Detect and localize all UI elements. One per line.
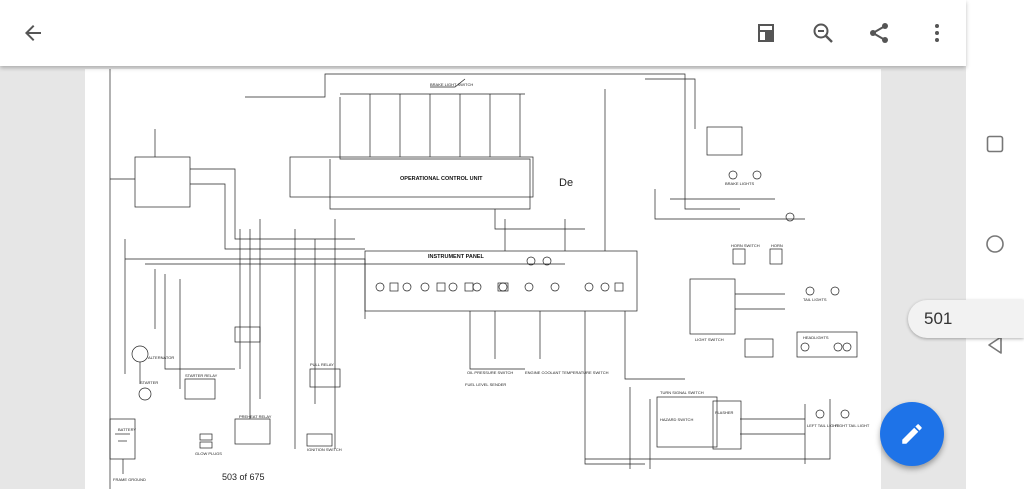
svg-text:STARTER RELAY: STARTER RELAY (185, 373, 218, 378)
svg-text:TAIL LIGHTS: TAIL LIGHTS (803, 297, 827, 302)
svg-text:OPERATIONAL CONTROL UNIT: OPERATIONAL CONTROL UNIT (400, 176, 483, 182)
svg-text:LEFT TAIL LIGHT: LEFT TAIL LIGHT (807, 423, 839, 428)
svg-text:TURN SIGNAL SWITCH: TURN SIGNAL SWITCH (660, 390, 704, 395)
document-view-icon (758, 24, 774, 42)
svg-text:FLASHER: FLASHER (715, 410, 734, 415)
edit-pencil-icon (902, 424, 922, 444)
arrow-left-icon (25, 25, 41, 41)
svg-text:BRAKE LIGHTS: BRAKE LIGHTS (725, 181, 754, 186)
share-icon (870, 23, 888, 43)
svg-text:IGNITION SWITCH: IGNITION SWITCH (307, 447, 342, 452)
more-options-button[interactable] (917, 13, 957, 53)
svg-text:RIGHT TAIL LIGHT: RIGHT TAIL LIGHT (835, 423, 870, 428)
document-view-button[interactable] (746, 13, 786, 53)
svg-text:INSTRUMENT PANEL: INSTRUMENT PANEL (428, 254, 484, 260)
stray-text: De (559, 177, 574, 189)
document-page[interactable]: OPERATIONAL CONTROL UNIT INSTRUMENT PANE… (85, 69, 881, 489)
wiring-diagram: OPERATIONAL CONTROL UNIT INSTRUMENT PANE… (109, 69, 870, 489)
home-button[interactable] (980, 229, 1010, 259)
svg-text:OIL PRESSURE SWITCH: OIL PRESSURE SWITCH (467, 370, 513, 375)
recents-square-icon (986, 135, 1004, 153)
back-triangle-icon (988, 336, 1002, 354)
system-navigation-bar (966, 0, 1024, 489)
svg-text:GLOW PLUGS: GLOW PLUGS (195, 451, 222, 456)
svg-text:FUEL LEVEL SENDER: FUEL LEVEL SENDER (465, 382, 506, 387)
page-counter: 503 of 675 (222, 472, 265, 482)
svg-text:PULL RELAY: PULL RELAY (310, 362, 334, 367)
zoom-out-button[interactable] (803, 13, 843, 53)
more-vert-icon (935, 24, 939, 42)
home-circle-icon (986, 235, 1004, 253)
svg-text:ENGINE COOLANT TEMPERATURE SWI: ENGINE COOLANT TEMPERATURE SWITCH (525, 370, 609, 375)
svg-text:BATTERY: BATTERY (118, 427, 136, 432)
zoom-out-icon (813, 23, 833, 43)
share-button[interactable] (859, 13, 899, 53)
page-number-badge[interactable]: 501 (908, 300, 1024, 338)
system-back-button[interactable] (980, 330, 1010, 360)
svg-text:BRAKE LIGHT SWITCH: BRAKE LIGHT SWITCH (430, 82, 473, 87)
svg-text:HAZARD SWITCH: HAZARD SWITCH (660, 417, 693, 422)
page-number: 501 (924, 309, 953, 328)
document-viewer[interactable]: OPERATIONAL CONTROL UNIT INSTRUMENT PANE… (0, 66, 966, 489)
svg-text:HORN SWITCH: HORN SWITCH (731, 243, 760, 248)
svg-text:ALTERNATOR: ALTERNATOR (148, 355, 174, 360)
svg-text:HORN: HORN (771, 243, 783, 248)
svg-text:STARTER: STARTER (140, 380, 158, 385)
edit-fab-button[interactable] (880, 402, 944, 466)
svg-text:LIGHT SWITCH: LIGHT SWITCH (695, 337, 724, 342)
back-button[interactable] (13, 13, 53, 53)
svg-text:PREHEAT RELAY: PREHEAT RELAY (239, 414, 272, 419)
app-toolbar (0, 0, 966, 66)
recents-button[interactable] (980, 129, 1010, 159)
svg-text:FRAME GROUND: FRAME GROUND (113, 477, 146, 482)
svg-text:HEADLIGHTS: HEADLIGHTS (803, 335, 829, 340)
